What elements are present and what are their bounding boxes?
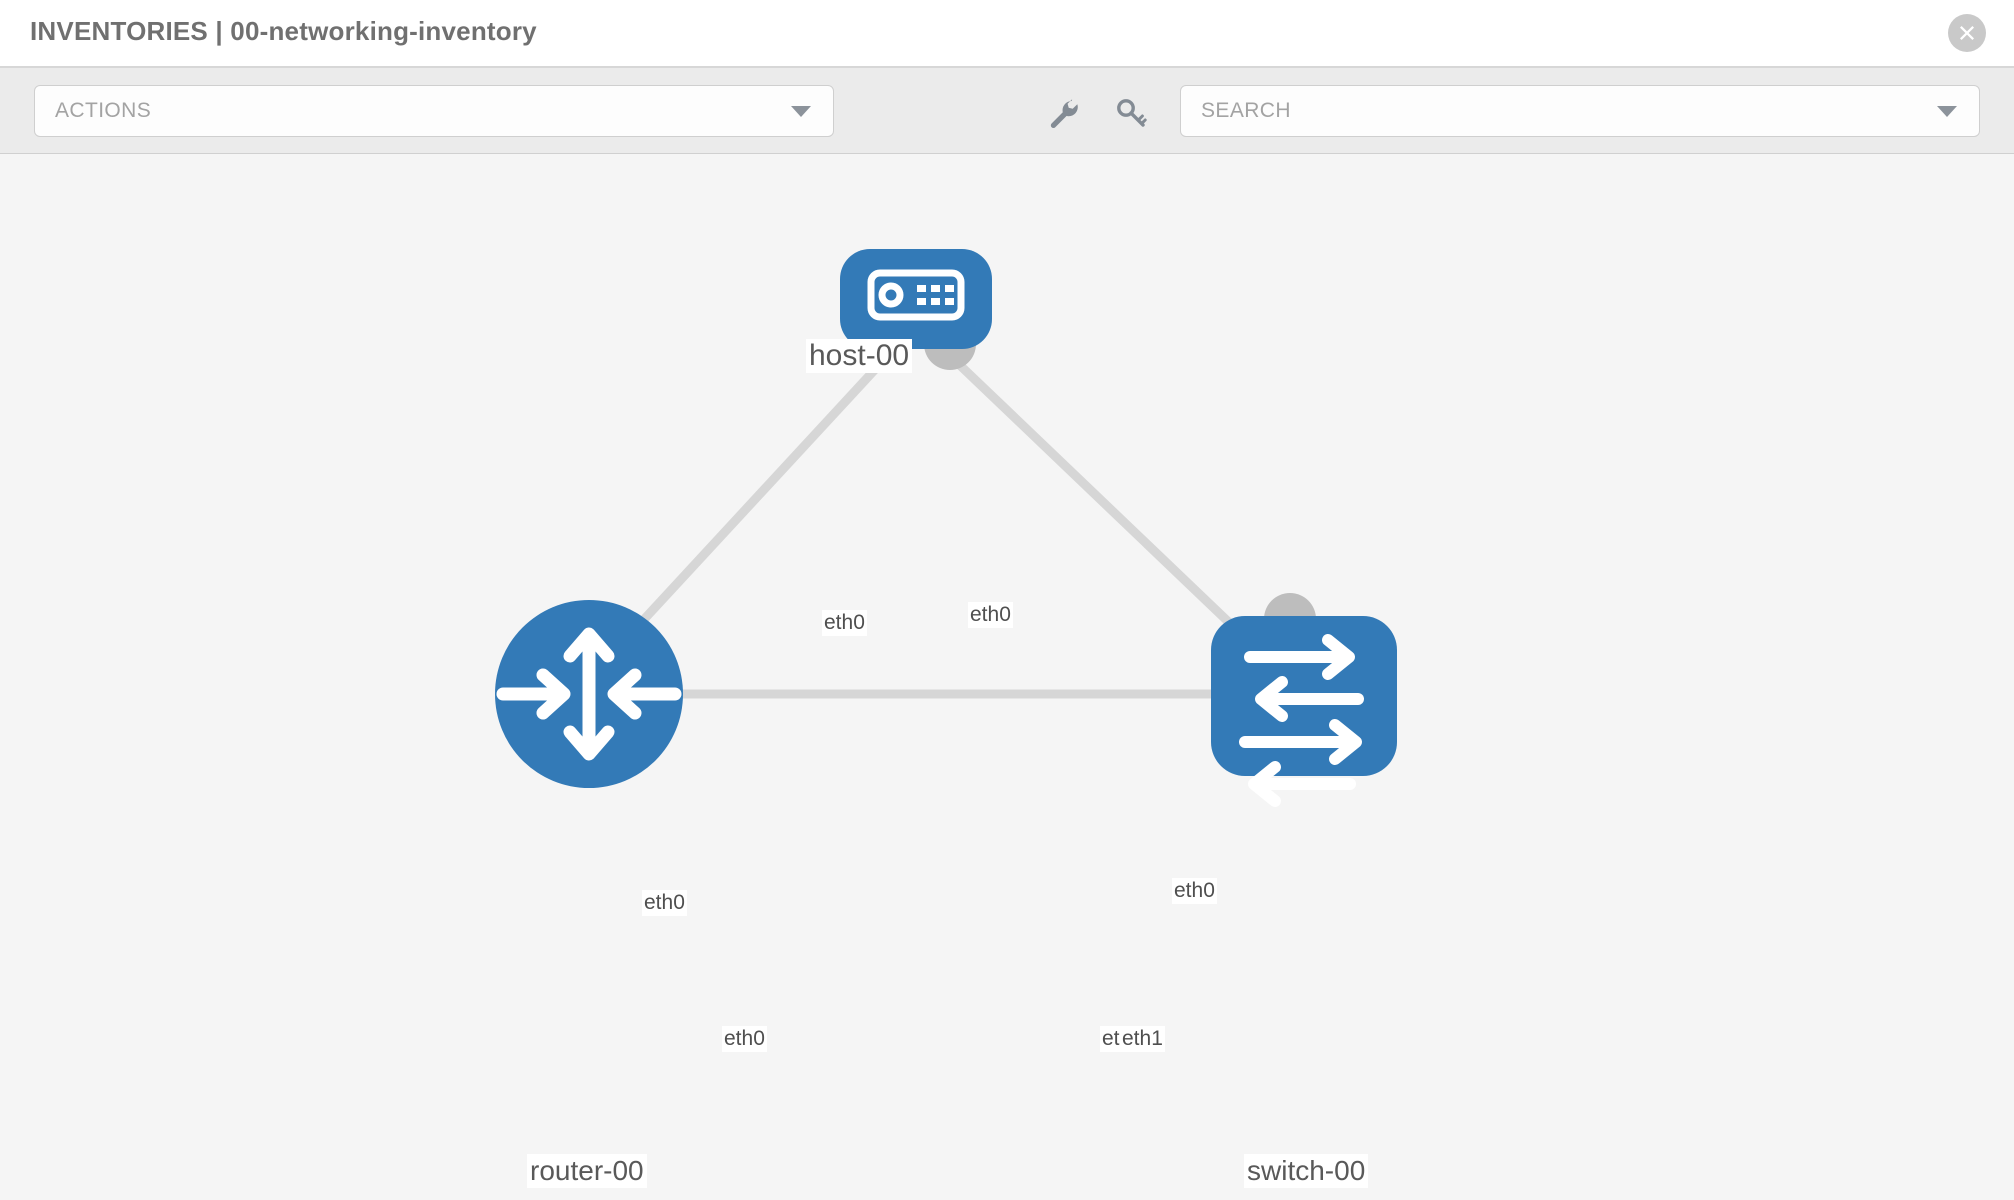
node-router-00: [495, 600, 683, 788]
node-label-host: host-00: [806, 339, 913, 373]
chevron-down-icon: [1937, 105, 1957, 117]
actions-dropdown-label: ACTIONS: [55, 99, 152, 122]
close-icon[interactable]: [1948, 14, 1986, 52]
node-label-switch: switch-00: [1244, 1154, 1369, 1188]
iface-label-router-uplink: eth0: [642, 890, 687, 916]
key-icon[interactable]: [1114, 96, 1148, 130]
search-input[interactable]: SEARCH: [1180, 85, 1980, 137]
search-placeholder: SEARCH: [1201, 99, 1291, 122]
iface-label-host-right: eth0: [968, 602, 1013, 628]
topology-endpoints: [578, 318, 1316, 720]
node-label-router: router-00: [527, 1154, 647, 1188]
iface-label-router-eth0: eth0: [722, 1026, 767, 1052]
node-switch-00: [1211, 616, 1397, 807]
wrench-icon[interactable]: [1046, 96, 1080, 130]
switch-arrows-icon: [1239, 634, 1364, 807]
server-icon: [867, 269, 965, 321]
chevron-down-icon: [791, 105, 811, 117]
node-host-00: [840, 249, 992, 349]
actions-dropdown[interactable]: ACTIONS: [34, 85, 834, 137]
topology-links: [605, 346, 1300, 699]
page-header: INVENTORIES | 00-networking-inventory: [0, 0, 2014, 68]
iface-label-switch-uplink: eth0: [1172, 878, 1217, 904]
page-title: INVENTORIES | 00-networking-inventory: [30, 16, 537, 46]
iface-label-host-left: eth0: [822, 610, 867, 636]
topology-graph: [495, 249, 1397, 807]
link-host-switch: [940, 346, 1266, 658]
router-arrows-icon: [496, 627, 682, 761]
link-host-router: [608, 346, 897, 658]
toolbar: ACTIONS SEARCH: [0, 68, 2014, 154]
iface-label-switch-eth1: eth1: [1120, 1026, 1165, 1052]
topology-canvas[interactable]: host-00 router-00 switch-00 eth0 eth0 et…: [0, 154, 2014, 1200]
